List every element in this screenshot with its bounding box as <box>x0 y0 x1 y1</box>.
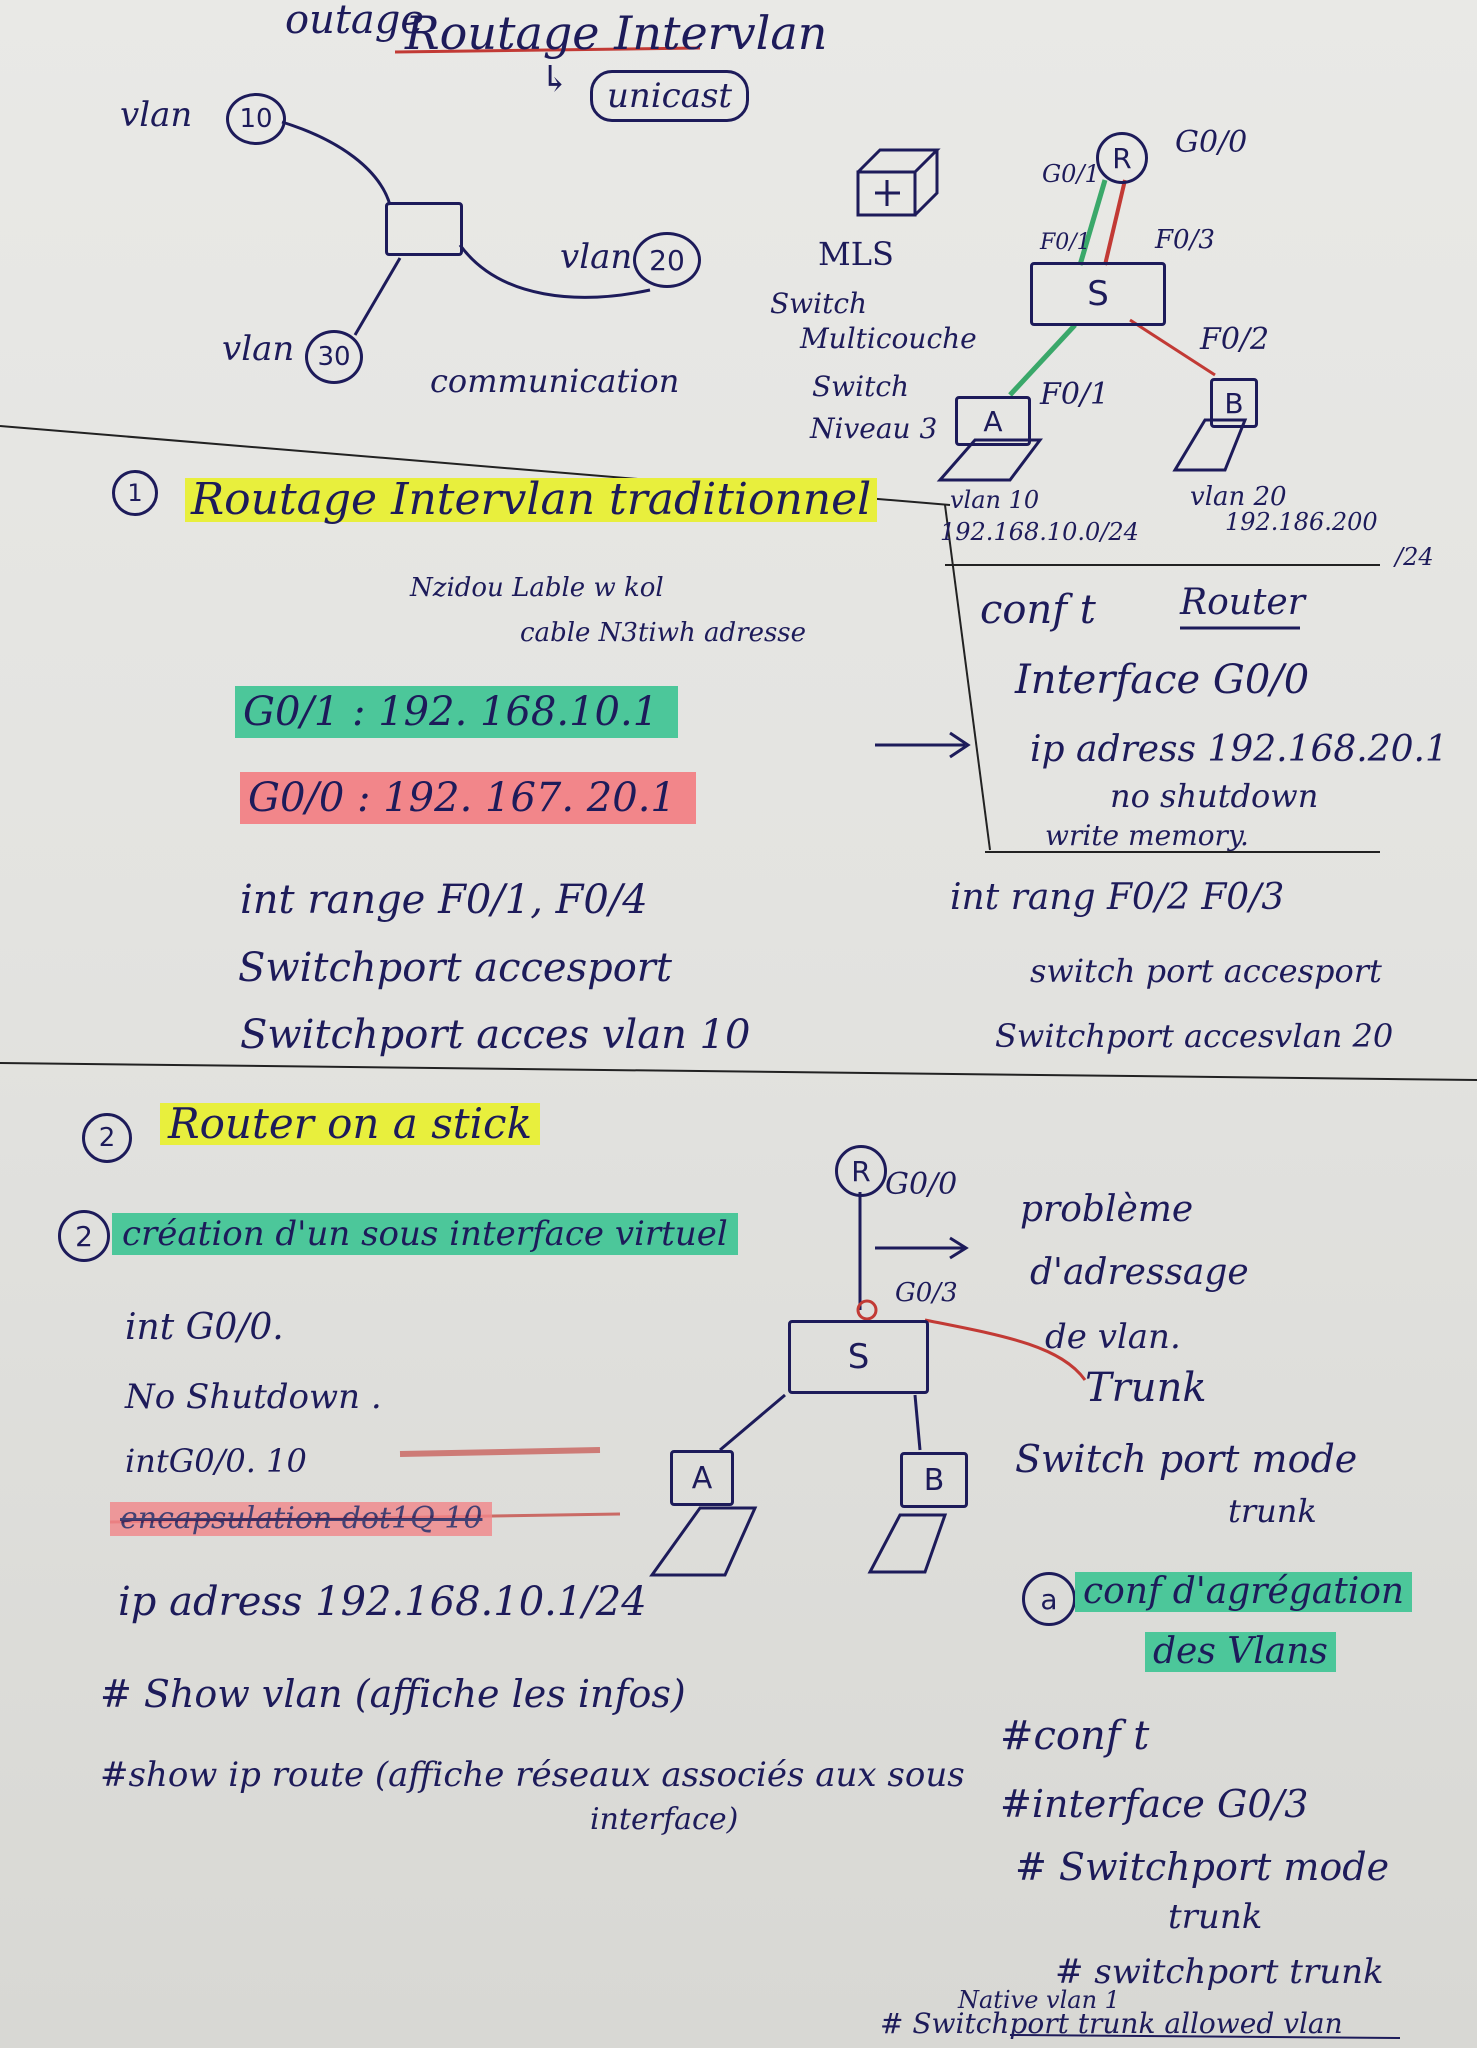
section2-ip: ip adress 192.168.10.1/24 <box>118 1579 647 1625</box>
top-switch-icon: S <box>1030 262 1166 326</box>
section1-note-1: Nzidou Lable w kol <box>410 573 664 603</box>
agg-number: a <box>1022 1572 1076 1626</box>
section2-show-ip-2: interface) <box>590 1802 739 1837</box>
stick-switch-icon: S <box>788 1320 929 1394</box>
stick-g00-label: G0/0 <box>885 1167 958 1202</box>
section2-show-vlan: # Show vlan (affiche les infos) <box>100 1672 686 1716</box>
vlan10-badge: 10 <box>226 93 286 145</box>
stick-host-a: A <box>670 1450 734 1506</box>
section1-sp-mode-b: switch port accesport <box>1030 952 1382 990</box>
router-box-iface: Interface G0/0 <box>1015 657 1310 703</box>
mls-desc-3: Switch <box>812 370 910 403</box>
section1-g01-line: G0/1 : 192. 168.10.1 <box>235 686 679 738</box>
section1-int-range-b: int rang F0/2 F0/3 <box>950 877 1285 918</box>
stick-de-vlan: de vlan. <box>1045 1317 1181 1357</box>
agg-cmd-2: #interface G0/3 <box>1000 1782 1309 1826</box>
vlan10-label: vlan <box>120 95 193 135</box>
top-f03-label: F0/3 <box>1155 225 1215 255</box>
top-vlan20-net: vlan 20 <box>1190 482 1287 512</box>
section1-sp-mode-a: Switchport accesport <box>238 945 673 991</box>
router-box-write: write memory. <box>1045 819 1249 852</box>
vlan30-badge: 30 <box>305 330 363 384</box>
top-vlan20-mask: /24 <box>1395 543 1434 571</box>
router-box-label: Router <box>1180 582 1305 623</box>
vlan30-label: vlan <box>222 329 295 369</box>
agg-cmd-5: # Switchport trunk allowed vlan <box>880 2007 1343 2040</box>
stick-sp-trunk: Switch port mode <box>1015 1437 1358 1481</box>
section1-title: Routage Intervlan traditionnel <box>185 478 878 522</box>
mls-label: MLS <box>818 235 894 273</box>
section2-encap: encapsulation dot1Q 10 <box>110 1502 493 1536</box>
router-box-noshut: no shutdown <box>1110 777 1319 815</box>
vlan20-label: vlan <box>560 237 633 277</box>
section1-g00-line: G0/0 : 192. 167. 20.1 <box>240 772 696 824</box>
agg-title-2: des Vlans <box>1145 1632 1336 1672</box>
stick-sp-trunk-2: trunk <box>1228 1492 1317 1530</box>
mls-desc-2: Multicouche <box>800 322 977 355</box>
agg-title-1: conf d'agrégation <box>1075 1572 1413 1612</box>
stick-trunk: Trunk <box>1085 1365 1207 1411</box>
mls-desc-4: Niveau 3 <box>810 412 938 445</box>
stick-adressage: d'adressage <box>1030 1252 1249 1293</box>
agg-cmd-5a: Native vlan 1 <box>958 1986 1120 2014</box>
router-box-ip: ip adress 192.168.20.1 <box>1030 729 1448 770</box>
section2-title: Router on a stick <box>160 1103 541 1145</box>
agg-cmd-4: # switchport trunk <box>1055 1952 1384 1992</box>
top-host-a: A <box>955 396 1031 446</box>
section1-number: 1 <box>112 470 158 516</box>
unicast-label: unicast <box>590 70 750 122</box>
top-vlan10-ip: 192.168.10.0/24 <box>940 518 1139 546</box>
section2-sub-number: 2 <box>58 1210 110 1262</box>
switch-icon <box>385 202 463 256</box>
agg-cmd-3b: trunk <box>1168 1897 1263 1937</box>
top-vlan10-net: vlan 10 <box>950 486 1040 514</box>
section1-note-2: cable N3tiwh adresse <box>520 618 807 648</box>
top-host-b: B <box>1210 378 1258 428</box>
top-f02-label: F0/2 <box>1200 322 1270 357</box>
mls-desc-1: Switch <box>770 287 868 320</box>
header-title-prefix: outage <box>285 0 425 43</box>
top-vlan20-ip: 192.186.200 <box>1225 508 1378 536</box>
header-title: Routage Intervlan <box>405 6 828 60</box>
section2-int: int G0/0. <box>125 1307 284 1348</box>
stick-router-icon: R <box>835 1145 887 1197</box>
section1-int-range-a: int range F0/1, F0/4 <box>240 877 648 923</box>
section2-noshut: No Shutdown . <box>125 1377 382 1417</box>
top-f01-upper-label: F0/1 <box>1040 230 1091 255</box>
section1-sp-vlan-a: Switchport acces vlan 10 <box>240 1012 751 1058</box>
agg-cmd-1: #conf t <box>1000 1713 1150 1759</box>
section2-subif: intG0/0. 10 <box>125 1442 307 1480</box>
section2-sub-title: création d'un sous interface virtuel <box>112 1213 738 1255</box>
top-g00-label: G0/0 <box>1175 125 1248 160</box>
router-box-conf: conf t <box>980 587 1096 633</box>
top-router-icon: R <box>1096 132 1148 184</box>
agg-cmd-3: # Switchport mode <box>1015 1845 1390 1889</box>
section2-show-ip: #show ip route (affiche réseaux associés… <box>100 1755 965 1795</box>
stick-host-b: B <box>900 1452 968 1508</box>
stick-g03-label: G0/3 <box>895 1278 958 1308</box>
section1-sp-vlan-b: Switchport accesvlan 20 <box>995 1017 1394 1055</box>
communication-label: communication <box>430 362 680 400</box>
unicast-arrow: ↳ <box>540 59 571 100</box>
stick-probleme: problème <box>1020 1189 1194 1230</box>
top-f01-label: F0/1 <box>1040 377 1110 412</box>
vlan20-badge: 20 <box>633 232 701 288</box>
section2-number: 2 <box>82 1113 132 1163</box>
top-g01-label: G0/1 <box>1042 160 1100 188</box>
